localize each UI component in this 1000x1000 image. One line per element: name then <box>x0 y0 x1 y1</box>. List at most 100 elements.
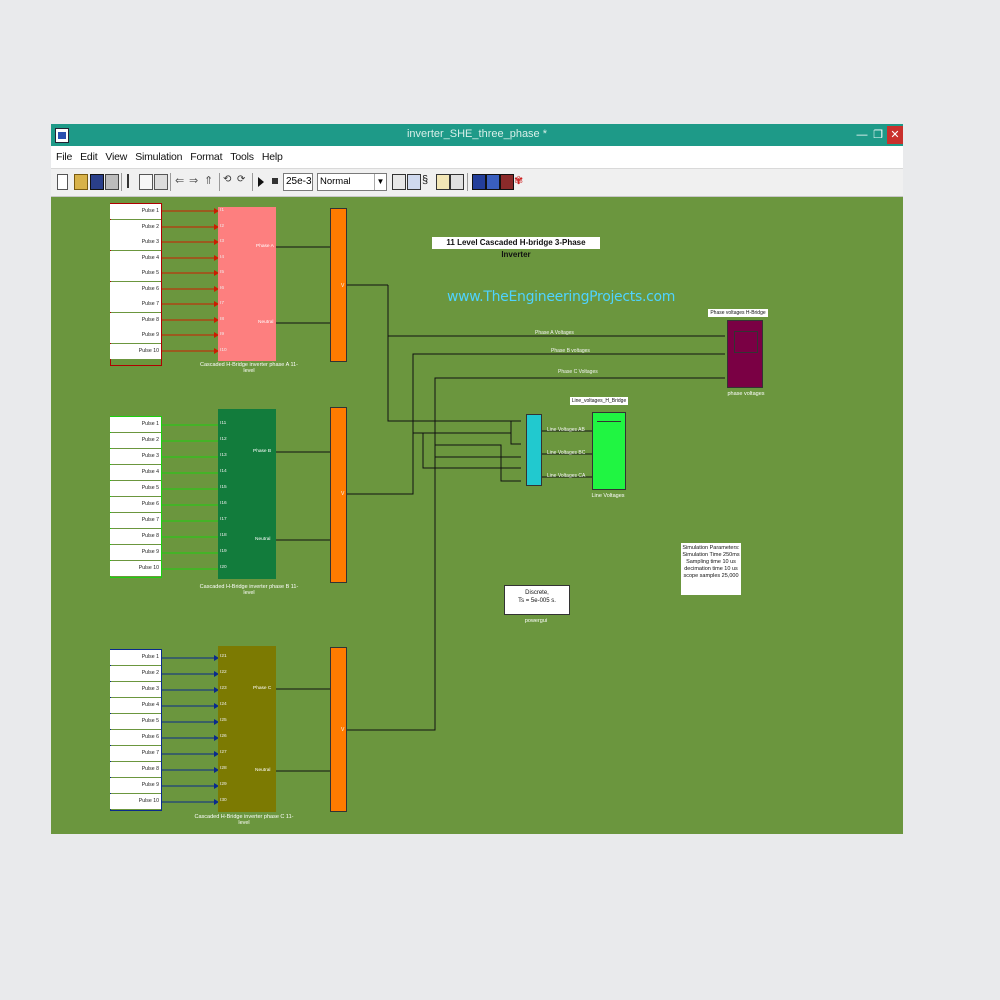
model-browser-icon[interactable] <box>486 174 500 190</box>
mux-label: V <box>341 491 345 497</box>
pulse-generator[interactable]: Pulse 5 <box>110 481 161 497</box>
paste-icon[interactable] <box>154 174 168 190</box>
pulse-generator[interactable]: Pulse 7 <box>110 513 161 529</box>
save-icon[interactable] <box>90 174 104 190</box>
stop-time-input[interactable]: 25e-3 <box>283 173 313 191</box>
menu-tools[interactable]: Tools <box>230 151 254 163</box>
simulation-mode-select[interactable]: Normal ▼ <box>317 173 387 191</box>
stop-icon[interactable] <box>272 178 278 184</box>
title-bar[interactable]: inverter_SHE_three_phase * — ❐ ✕ <box>51 124 903 146</box>
pulse-generator[interactable]: Pulse 9 <box>110 778 161 794</box>
mux-label: V <box>341 727 345 733</box>
model-advisor-icon[interactable] <box>407 174 421 190</box>
pulse-generator[interactable]: Pulse 3 <box>110 682 161 698</box>
simulink-lib-icon[interactable] <box>472 174 486 190</box>
inport-label: I24 <box>220 702 227 707</box>
menu-file[interactable]: File <box>56 151 73 163</box>
pulse-generator[interactable]: Pulse 5 <box>110 266 161 282</box>
menu-view[interactable]: View <box>105 151 128 163</box>
phase-a-subsystem[interactable] <box>218 207 276 361</box>
simulation-mode-value: Normal <box>320 176 351 187</box>
pulse-generator[interactable]: Pulse 8 <box>110 529 161 545</box>
inport-label: I18 <box>220 533 227 538</box>
model-canvas[interactable]: Pulse 1 Pulse 2 Pulse 3 Pulse 4 Pulse 5 … <box>51 197 903 834</box>
start-icon[interactable] <box>258 177 264 187</box>
refresh-icon[interactable]: ⟳ <box>237 174 246 185</box>
phase-b-subsystem[interactable] <box>218 409 276 579</box>
close-icon[interactable]: ✕ <box>887 126 903 144</box>
menu-help[interactable]: Help <box>261 151 283 163</box>
build-icon[interactable] <box>392 174 406 190</box>
pulse-generator[interactable]: Pulse 5 <box>110 714 161 730</box>
sim-param-line: scope samples 25,000 <box>683 572 739 579</box>
pulse-generator[interactable]: Pulse 10 <box>110 344 161 360</box>
open-icon[interactable] <box>74 174 88 190</box>
phase-c-caption: Cascaded H-Bridge inverter phase C 11-le… <box>194 814 294 827</box>
phase-scope-caption: phase voltages <box>727 391 765 397</box>
inport-label: I2 <box>220 224 225 229</box>
line-voltages-mux[interactable] <box>526 414 542 486</box>
copy-icon[interactable] <box>139 174 153 190</box>
debugger-icon[interactable]: ✾ <box>514 175 524 187</box>
pulse-generator[interactable]: Pulse 6 <box>110 730 161 746</box>
pulse-generator[interactable]: Pulse 10 <box>110 561 161 577</box>
phase-c-mux[interactable] <box>330 647 347 812</box>
inport-label: I19 <box>220 549 227 554</box>
phase-c-subsystem[interactable] <box>218 646 276 812</box>
pulse-generator[interactable]: Pulse 6 <box>110 497 161 513</box>
pulse-generator[interactable]: Pulse 2 <box>110 433 161 449</box>
profiler-icon[interactable] <box>500 174 514 190</box>
inport-label: I9 <box>220 332 225 337</box>
pulse-generator[interactable]: Pulse 7 <box>110 746 161 762</box>
powergui-block[interactable]: Discrete, Ts = 5e-005 s. <box>504 585 570 615</box>
pulse-generator[interactable]: Pulse 7 <box>110 297 161 313</box>
chevron-down-icon[interactable]: ▼ <box>374 174 386 190</box>
simulink-app-icon <box>55 128 69 143</box>
model-explorer-icon[interactable] <box>450 174 464 190</box>
signal-label: Line Voltages AB <box>547 427 585 433</box>
pulse-generator[interactable]: Pulse 8 <box>110 313 161 329</box>
update-diagram-icon[interactable]: ⟲ <box>223 174 232 185</box>
library-browser-icon[interactable] <box>436 174 450 190</box>
redo-icon[interactable]: ⇒ <box>189 175 199 187</box>
pulse-generator[interactable]: Pulse 1 <box>110 650 161 666</box>
maximize-icon[interactable]: ❐ <box>873 129 883 141</box>
pulse-generator[interactable]: Pulse 2 <box>110 666 161 682</box>
pulse-generator[interactable]: Pulse 2 <box>110 220 161 236</box>
pulse-generator[interactable]: Pulse 10 <box>110 794 161 810</box>
up-icon[interactable]: ⇑ <box>204 175 214 187</box>
window-title: inverter_SHE_three_phase * <box>406 128 548 140</box>
menu-simulation[interactable]: Simulation <box>135 151 183 163</box>
outport-label: Neutral <box>255 537 271 542</box>
powergui-caption: powergui <box>524 618 548 624</box>
pulse-generator[interactable]: Pulse 1 <box>110 417 161 433</box>
undo-icon[interactable]: ⇐ <box>175 175 185 187</box>
pulse-generator[interactable]: Pulse 8 <box>110 762 161 778</box>
pulse-generator[interactable]: Pulse 3 <box>110 449 161 465</box>
pulse-generator[interactable]: Pulse 1 <box>110 204 161 220</box>
new-model-icon[interactable] <box>57 174 68 190</box>
pulse-generator[interactable]: Pulse 6 <box>110 282 161 298</box>
pulse-generator[interactable]: Pulse 4 <box>110 465 161 481</box>
menu-format[interactable]: Format <box>190 151 223 163</box>
pulse-generator[interactable]: Pulse 9 <box>110 328 161 344</box>
pulse-generator[interactable]: Pulse 9 <box>110 545 161 561</box>
inport-label: I3 <box>220 239 225 244</box>
inport-label: I15 <box>220 485 227 490</box>
cut-icon[interactable] <box>127 174 137 188</box>
line-voltages-scope[interactable] <box>592 412 626 490</box>
print-icon[interactable] <box>105 174 119 190</box>
sim-param-line: Simulation Parameters: <box>682 545 740 551</box>
phase-b-mux[interactable] <box>330 407 347 583</box>
inport-label: I8 <box>220 317 225 322</box>
pulse-generator[interactable]: Pulse 4 <box>110 698 161 714</box>
phase-a-mux[interactable] <box>330 208 347 362</box>
outport-label: Phase C <box>253 686 272 691</box>
menu-edit[interactable]: Edit <box>80 151 98 163</box>
pulse-generator[interactable]: Pulse 3 <box>110 235 161 251</box>
inport-label: I25 <box>220 718 227 723</box>
debug-icon[interactable]: § <box>422 174 429 186</box>
pulse-generator[interactable]: Pulse 4 <box>110 251 161 267</box>
phase-voltages-scope[interactable] <box>727 320 763 388</box>
minimize-icon[interactable]: — <box>856 129 868 141</box>
